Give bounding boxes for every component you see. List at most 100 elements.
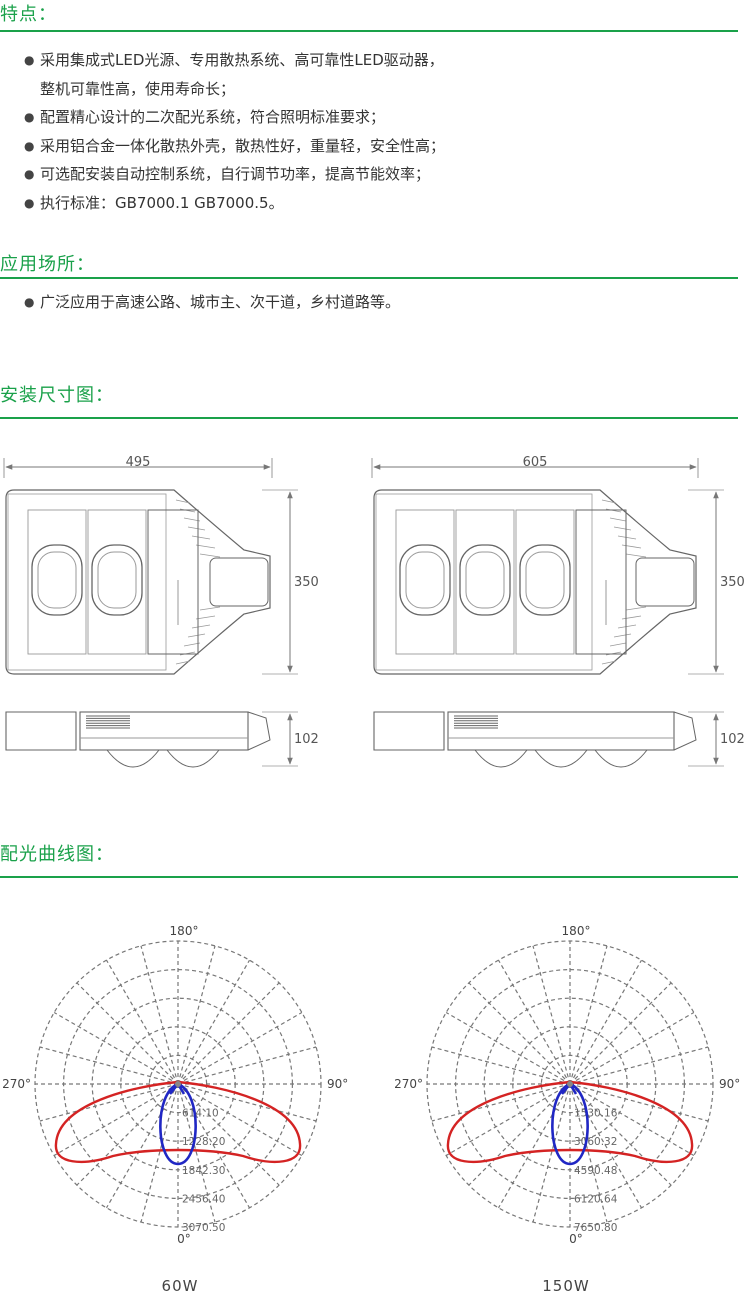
- side-lens: [474, 749, 528, 768]
- bullet-dot-icon: ●: [24, 195, 35, 210]
- polar-spoke: [532, 945, 571, 1085]
- polar-spoke: [431, 1046, 571, 1085]
- led-module: [87, 509, 147, 655]
- polar-spoke: [76, 982, 179, 1085]
- polar-spoke: [569, 1083, 643, 1209]
- led-module: [27, 509, 87, 655]
- width-label: 605: [523, 455, 548, 470]
- angle-label-90: 90°: [327, 1077, 348, 1091]
- curve-c90: [446, 1080, 694, 1163]
- lens: [91, 544, 143, 616]
- polar-spoke: [569, 1083, 695, 1157]
- lens: [31, 544, 83, 616]
- width-label: 495: [126, 455, 151, 470]
- polar-spoke: [177, 945, 216, 1085]
- side-endcap: [5, 711, 77, 751]
- lens: [399, 544, 451, 616]
- applications-title: 应用场所：: [0, 254, 95, 275]
- lens: [459, 544, 511, 616]
- curve-c0: [551, 1082, 589, 1166]
- ring-value-label: 1530.16: [574, 1108, 618, 1120]
- angle-label-0: 0°: [177, 1232, 191, 1246]
- polar-spoke: [39, 1046, 179, 1085]
- polar-spoke: [177, 1083, 303, 1157]
- features-divider: [0, 30, 738, 32]
- polar-spoke: [569, 945, 608, 1085]
- side-lens: [106, 749, 160, 768]
- bullet-item: ● 可选配安装自动控制系统，自行调节功率，提高节能效率；: [24, 160, 445, 189]
- ring-value-label: 4590.48: [574, 1165, 617, 1177]
- polar-spoke: [177, 1046, 317, 1085]
- ring-value-label: 6120.64: [574, 1193, 618, 1205]
- polar-spoke: [177, 959, 251, 1085]
- polar-spoke: [569, 1011, 695, 1085]
- ring-value-label: 3060.32: [574, 1136, 617, 1148]
- bullet-text: 执行标准：GB7000.1 GB7000.5。: [40, 193, 284, 212]
- bullet-dot-icon: ●: [24, 167, 35, 181]
- applications-list: ● 广泛应用于高速公路、城市主、次干道，乡村道路等。: [24, 288, 400, 317]
- ring-value-label: 2456.40: [182, 1193, 225, 1205]
- curve-c90: [54, 1080, 302, 1163]
- led-module: [395, 509, 455, 655]
- bullet-text: 采用铝合金一体化散热外壳，散热性好，重量轻，安全性高；: [40, 136, 446, 155]
- side-lens: [166, 749, 220, 768]
- bullet-dot-icon: ●: [24, 295, 35, 309]
- bullet-item: ●采用铝合金一体化散热外壳，散热性好，重量轻，安全性高；: [24, 132, 445, 161]
- dimensions-title: 安装尺寸图：: [0, 385, 114, 406]
- polar-spoke: [468, 1083, 571, 1186]
- polar-spoke: [468, 982, 571, 1085]
- bullet-text: 可选配安装自动控制系统，自行调节功率，提高节能效率；: [40, 165, 431, 183]
- polar-spoke: [569, 1083, 709, 1122]
- polar-spoke: [569, 1083, 608, 1223]
- bullet-text: 采用集成式LED光源、专用散热系统、高可靠性LED驱动器，: [40, 51, 444, 69]
- polar-spoke: [569, 959, 643, 1085]
- polar-spoke: [105, 1083, 179, 1209]
- side-body: [447, 711, 675, 751]
- angle-label-270: 270°: [394, 1077, 423, 1091]
- polar-spoke: [76, 1083, 179, 1186]
- ring-value-label: 1228.20: [182, 1136, 225, 1148]
- polar-spoke: [177, 1083, 216, 1223]
- ring-value-label: 3070.50: [182, 1222, 225, 1234]
- polar-spoke: [177, 1083, 317, 1122]
- led-module: [455, 509, 515, 655]
- polar-charts: 180°0°270°90°614.101228.201842.302456.40…: [2, 924, 740, 1246]
- angle-label-180: 180°: [170, 924, 199, 938]
- driver-box: [147, 509, 199, 655]
- bullet-text: 广泛应用于高速公路、城市主、次干道，乡村道路等。: [40, 293, 401, 311]
- depth-label: 350: [294, 575, 319, 590]
- polar-spoke: [445, 1083, 571, 1157]
- features-title: 特点：: [0, 4, 57, 25]
- mounting-arm: [209, 557, 269, 607]
- height-label: 102: [720, 732, 745, 747]
- angle-label-180: 180°: [562, 924, 591, 938]
- polar-spoke: [140, 1083, 179, 1223]
- bullet-dot-icon: ●: [24, 110, 35, 124]
- polar-spoke: [569, 1046, 709, 1085]
- angle-label-0: 0°: [569, 1232, 583, 1246]
- polar-spoke: [39, 1083, 179, 1122]
- distribution-divider: [0, 876, 738, 878]
- polar-spoke: [53, 1083, 179, 1157]
- bullet-dot-icon: ●: [24, 53, 35, 67]
- polar-spoke: [140, 945, 179, 1085]
- polar-spoke: [445, 1011, 571, 1085]
- polar-center: [175, 1081, 181, 1087]
- side-body: [79, 711, 249, 751]
- bullet-item: ● 执行标准：GB7000.1 GB7000.5。: [24, 189, 445, 218]
- driver-box: [575, 509, 627, 655]
- polar-spoke: [569, 982, 672, 1085]
- led-module: [515, 509, 575, 655]
- polar-center: [567, 1081, 573, 1087]
- polar-spoke: [431, 1083, 571, 1122]
- side-lens: [534, 749, 588, 768]
- bullet-item: 整机可靠性高，使用寿命长；: [24, 75, 445, 104]
- bullet-item: ● 广泛应用于高速公路、城市主、次干道，乡村道路等。: [24, 288, 400, 317]
- ring-value-label: 614.10: [182, 1108, 219, 1120]
- housing-outline: [5, 489, 271, 675]
- chart-wattage-60w: 60W: [161, 1277, 199, 1294]
- polar-spoke: [532, 1083, 571, 1223]
- polar-spoke: [177, 982, 280, 1085]
